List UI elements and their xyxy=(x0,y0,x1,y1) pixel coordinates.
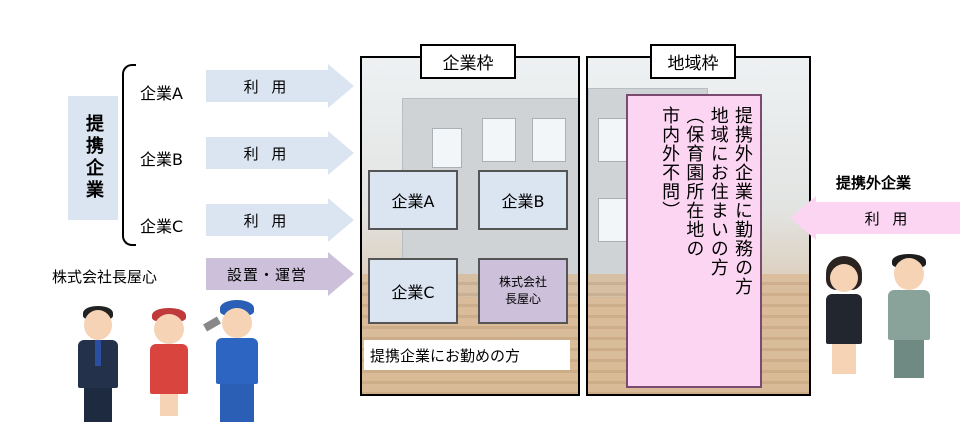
businessman-illustration xyxy=(74,306,124,426)
slot-nagaya: 株式会社 長屋心 xyxy=(478,258,568,324)
company-b-label: 企業B xyxy=(140,150,183,169)
teikei-kigyo-label: 提携企業 xyxy=(83,114,104,202)
company-b-use-arrow: 利 用 xyxy=(206,131,354,175)
slot-company-b: 企業B xyxy=(478,170,568,230)
kigyo-waku-title: 企業枠 xyxy=(420,44,516,79)
company-c-use-text: 利 用 xyxy=(206,204,328,236)
company-a-label: 企業A xyxy=(140,84,183,103)
businesswoman-illustration xyxy=(822,256,866,376)
non-partner-company-label: 提携外企業 xyxy=(836,174,912,192)
company-brace xyxy=(122,64,136,246)
apron-woman-illustration xyxy=(146,308,192,418)
chiiki-description-text: 提携外企業に勤務の方 地域にお住まいの方 （保育園所在地の 市内外不問） xyxy=(659,106,753,296)
slot-company-a: 企業A xyxy=(368,170,458,230)
setup-operate-text: 設置・運営 xyxy=(206,258,328,290)
wrench-icon xyxy=(203,316,221,332)
setup-operate-arrow: 設置・運営 xyxy=(206,252,354,296)
teikei-employee-label: 提携企業にお勤めの方 xyxy=(364,340,570,370)
company-c-label: 企業C xyxy=(140,217,184,236)
company-a-use-arrow: 利 用 xyxy=(206,64,354,108)
teikei-kigyo-box: 提携企業 xyxy=(68,96,118,220)
slot-company-c: 企業C xyxy=(368,258,458,324)
company-a-use-text: 利 用 xyxy=(206,70,328,102)
nagaya-company-label: 株式会社長屋心 xyxy=(52,268,158,286)
chiiki-description-box: 提携外企業に勤務の方 地域にお住まいの方 （保育園所在地の 市内外不問） xyxy=(626,94,762,388)
company-b-use-text: 利 用 xyxy=(206,137,328,169)
chiiki-waku-title: 地域枠 xyxy=(650,44,736,79)
non-partner-use-text: 利 用 xyxy=(816,202,960,234)
worker-with-wrench-illustration xyxy=(203,300,268,424)
non-partner-use-arrow: 利 用 xyxy=(790,196,960,240)
worker-man-illustration xyxy=(884,254,934,380)
company-c-use-arrow: 利 用 xyxy=(206,198,354,242)
